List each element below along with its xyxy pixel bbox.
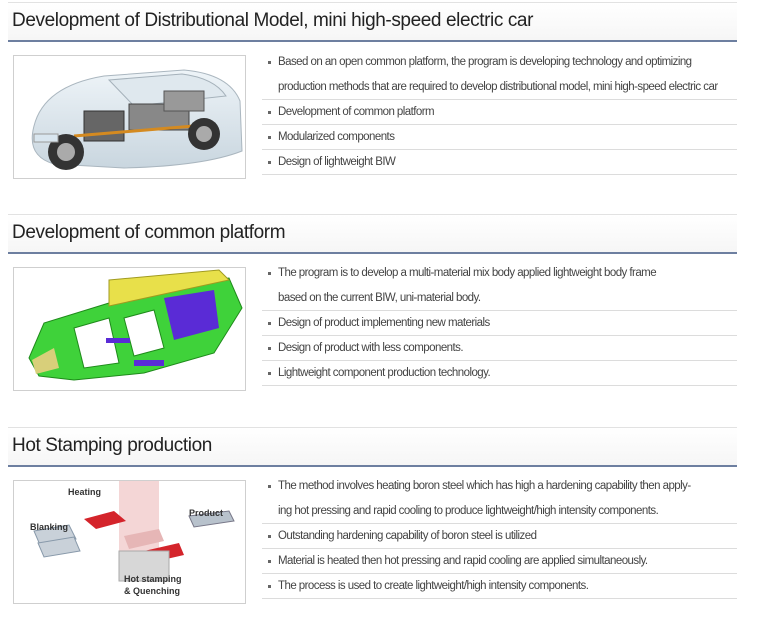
list-item: Design of product implementing new mater… [262,311,737,336]
section-title: Development of Distributional Model, min… [12,10,534,31]
body-frame-image [13,267,246,391]
hot-stamping-diagram: Heating Product Blanking Hot stamping & … [13,480,246,604]
bullet-icon [268,485,271,488]
bullet-icon [268,111,271,114]
list-item: based on the current BIW, uni-material b… [262,286,737,311]
list-item: Design of product with less components. [262,336,737,361]
list-item: Outstanding hardening capability of boro… [262,524,737,549]
list-item: production methods that are required to … [262,75,737,100]
hot-stamping-label: Hot stamping [124,574,182,584]
list-item: Based on an open common platform, the pr… [262,50,737,75]
quenching-label: & Quenching [124,586,180,596]
list-item: Lightweight component production technol… [262,361,737,386]
bullet-icon [268,136,271,139]
bullet-icon [268,535,271,538]
bullet-icon [268,272,271,275]
bullet-icon [268,585,271,588]
section-header: Development of Distributional Model, min… [8,2,737,42]
section-header: Hot Stamping production [8,427,737,467]
bullet-list: The program is to develop a multi-materi… [262,261,737,386]
section-title: Development of common platform [12,222,286,243]
list-item: Material is heated then hot pressing and… [262,549,737,574]
product-label: Product [189,508,223,518]
list-item: The program is to develop a multi-materi… [262,261,737,286]
bullet-icon [268,322,271,325]
bullet-icon [268,347,271,350]
list-item: Development of common platform [262,100,737,125]
bullet-list: Based on an open common platform, the pr… [262,50,737,175]
list-item: ing hot pressing and rapid cooling to pr… [262,499,737,524]
bullet-icon [268,372,271,375]
bullet-list: The method involves heating boron steel … [262,474,737,599]
bullet-icon [268,560,271,563]
heating-label: Heating [68,487,101,497]
list-item: The method involves heating boron steel … [262,474,737,499]
list-item: Design of lightweight BIW [262,150,737,175]
blanking-label: Blanking [30,522,68,532]
section-title: Hot Stamping production [12,435,212,456]
section-header: Development of common platform [8,214,737,254]
list-item: Modularized components [262,125,737,150]
bullet-icon [268,61,271,64]
list-item: The process is used to create lightweigh… [262,574,737,599]
electric-car-image [13,55,246,179]
bullet-icon [268,161,271,164]
